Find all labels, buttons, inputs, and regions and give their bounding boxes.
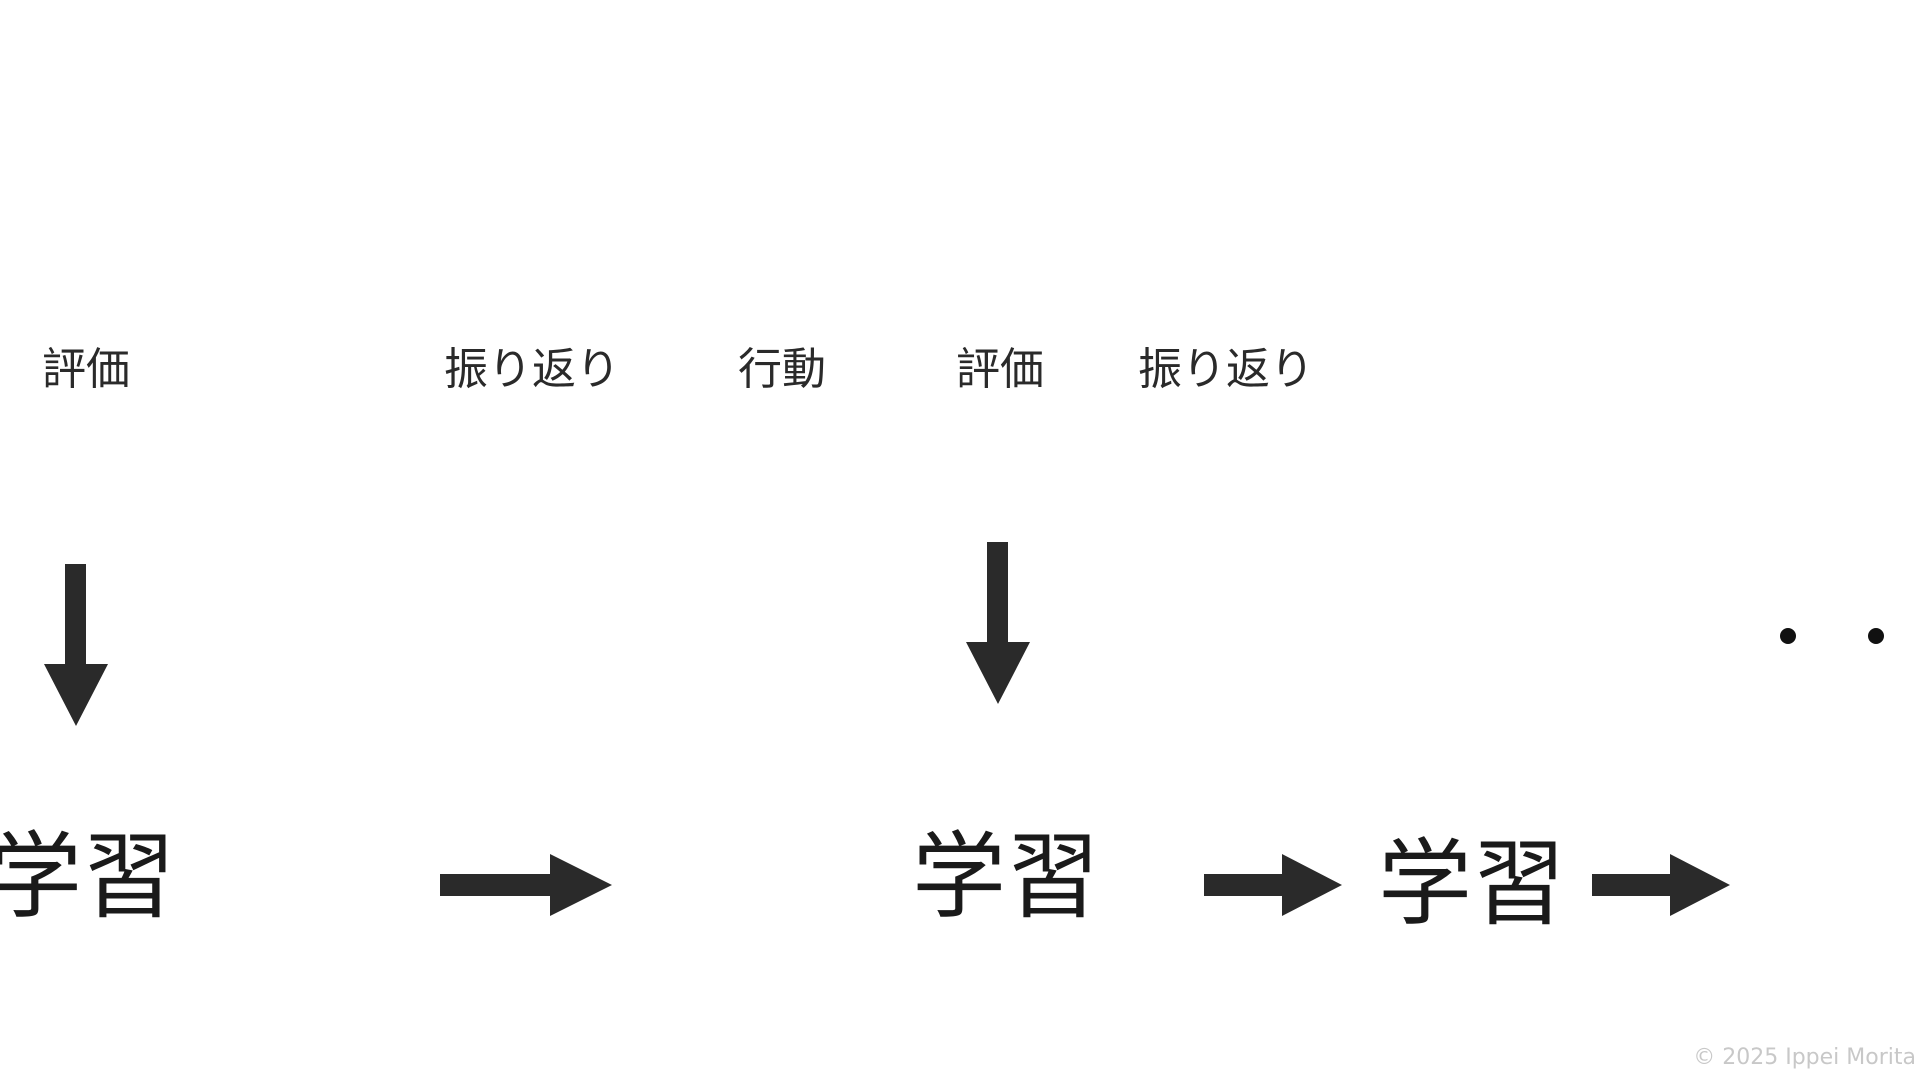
right-arrow-2 xyxy=(1204,854,1342,916)
right-arrow-1 xyxy=(440,854,612,916)
label-evaluation-1: 評価 xyxy=(42,344,130,395)
node-learning-2: 学習 xyxy=(912,823,1101,932)
label-action: 行動 xyxy=(738,344,826,395)
right-arrow-3 xyxy=(1592,854,1730,916)
ellipsis-dot-2 xyxy=(1868,628,1884,644)
down-arrow-2 xyxy=(966,542,1030,704)
node-learning-1: 学習 xyxy=(0,823,177,932)
copyright-notice: © 2025 Ippei Morita xyxy=(1693,1045,1916,1070)
node-learning-3: 学習 xyxy=(1378,830,1567,939)
label-reflection-2: 振り返り xyxy=(1138,344,1314,395)
label-reflection-1: 振り返り xyxy=(444,344,620,395)
down-arrow-1 xyxy=(44,564,108,726)
label-evaluation-2: 評価 xyxy=(956,344,1044,395)
ellipsis-dot-1 xyxy=(1780,628,1796,644)
